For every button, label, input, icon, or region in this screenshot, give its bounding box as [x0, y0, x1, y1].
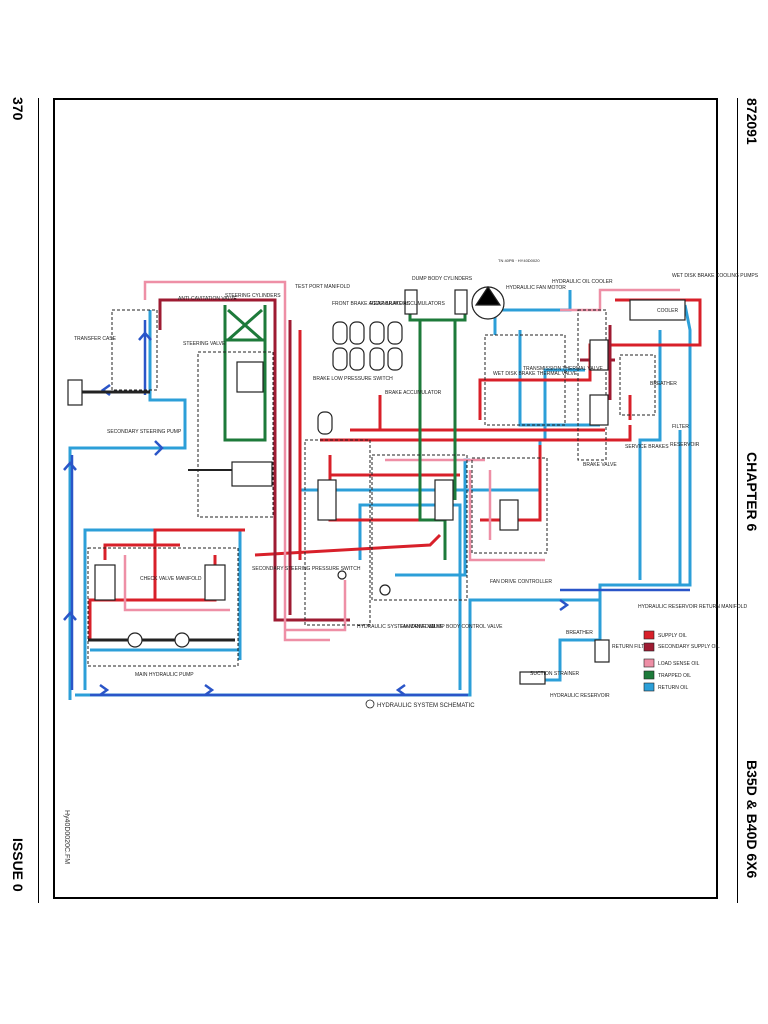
secondary-supply-lines: [158, 298, 615, 622]
label-test-port-manifold: TEST PORT MANIFOLD: [295, 284, 350, 290]
label-anti-cavitation-valve: ANTI-CAVITATION VALVE: [178, 296, 237, 302]
legend-load-sense: LOAD SENSE OIL: [658, 661, 700, 667]
label-front-brake-accumulators: FRONT BRAKE ACCUMULATORS: [332, 301, 411, 307]
load-sense-lines: [123, 280, 680, 642]
label-hydraulic-oil-cooler: HYDRAULIC OIL COOLER: [552, 279, 613, 285]
component-symbols: [67, 285, 686, 685]
diagram-frame: [53, 98, 718, 899]
label-hydraulic-reservoir-return-manifold: HYDRAULIC RESERVOIR RETURN MANIFOLD: [638, 604, 747, 610]
label-steering-cylinders: STEERING CYLINDERS: [225, 293, 281, 299]
label-brake-low-pressure-switch: BRAKE LOW PRESSURE SWITCH: [313, 376, 393, 382]
label-hydraulic-fan-motor: HYDRAULIC FAN MOTOR: [506, 285, 566, 291]
diagram-title: HYDRAULIC SYSTEM SCHEMATIC: [377, 703, 475, 709]
label-hydraulic-system-manifold: HYDRAULIC SYSTEM MANIFOLD: [357, 624, 435, 630]
label-fan-drive-controller: FAN DRIVE CONTROLLER: [490, 579, 552, 585]
component-enclosures: [87, 309, 656, 667]
legend-trapped: TRAPPED OIL: [658, 673, 691, 679]
label-brake-accumulator: BRAKE ACCUMULATOR: [385, 390, 442, 396]
left-margin-rule: [38, 98, 39, 903]
label-secondary-steering-pressure-switch: SECONDARY STEERING PRESSURE SWITCH: [252, 566, 361, 572]
label-filter: FILTER: [672, 424, 689, 430]
label-transmission-thermal-valve: TRANSMISSION THERMAL VALVE: [523, 366, 603, 372]
trapped-oil-lines: [223, 300, 467, 560]
legend-supply: SUPPLY OIL: [658, 633, 687, 639]
label-steering-valve: STEERING VALVE: [183, 341, 226, 347]
label-rear-brake-accumulators: REAR BRAKE ACCUMULATORS: [370, 301, 445, 307]
label-breather-bottom: BREATHER: [566, 630, 593, 636]
label-brake-valve: BRAKE VALVE: [583, 462, 617, 468]
legend-return: RETURN OIL: [658, 685, 689, 691]
label-return-filter: RETURN FILTER: [612, 644, 651, 650]
label-transfer-case: TRANSFER CASE: [74, 336, 117, 342]
label-wet-disk-brake-cooling-pumps: WET DISK BRAKE COOLING PUMPS: [672, 273, 759, 279]
label-secondary-steering-pump: SECONDARY STEERING PUMP: [107, 429, 182, 435]
flow-arrows: [63, 320, 690, 697]
label-fan-drive-valve: FAN DRIVE VALVE: [400, 624, 444, 630]
label-dump-body-control-valve: DUMP BODY CONTROL VALVE: [430, 624, 503, 630]
diagram-small-note: TN 40PB · HY40D0020: [498, 258, 540, 263]
label-suction-strainer: SUCTION STRAINER: [530, 671, 580, 677]
legend: SUPPLY OIL SECONDARY SUPPLY OIL LOAD SEN…: [643, 630, 720, 692]
label-reservoir: RESERVOIR: [670, 442, 700, 448]
label-main-hydraulic-pump: MAIN HYDRAULIC PUMP: [135, 672, 194, 678]
label-check-valve-manifold: CHECK VALVE MANIFOLD: [140, 576, 202, 582]
right-margin-rule: [737, 98, 738, 903]
label-breather-top: BREATHER: [650, 381, 677, 387]
legend-secondary: SECONDARY SUPPLY OIL: [658, 644, 720, 650]
label-cooler: COOLER: [657, 308, 679, 314]
label-hydraulic-reservoir: HYDRAULIC RESERVOIR: [550, 693, 610, 699]
label-service-brakes: SERVICE BRAKES: [625, 444, 669, 450]
label-wet-disk-brake-thermal-valve: WET DISK BRAKE THERMAL VALVE: [493, 371, 578, 377]
label-dump-body-cylinders: DUMP BODY CYLINDERS: [412, 276, 473, 282]
